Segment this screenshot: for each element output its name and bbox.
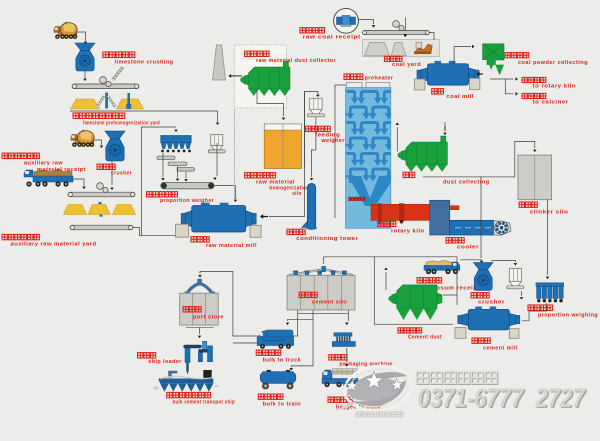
svg-text:rotary kiln: rotary kiln [391, 228, 425, 234]
svg-text:0371-6777 2727: 0371-6777 2727 [419, 384, 587, 414]
svg-text:proportion weighing: proportion weighing [538, 313, 598, 319]
svg-text:raw material mill: raw material mill [206, 243, 257, 249]
svg-text:homogenization: homogenization [269, 186, 309, 192]
svg-text:packaging machine: packaging machine [340, 361, 393, 367]
svg-text:bulk to truck: bulk to truck [263, 357, 302, 363]
svg-text:bulk to train: bulk to train [263, 401, 302, 407]
svg-text:cement silo: cement silo [312, 299, 347, 305]
svg-text:limestone prehomogenization ya: limestone prehomogenization yard [83, 121, 160, 127]
svg-text:crusher: crusher [478, 299, 505, 305]
svg-text:Cement dust: Cement dust [408, 335, 442, 341]
svg-text:gypsum receipt: gypsum receipt [428, 285, 480, 291]
svg-text:crusher: crusher [111, 171, 132, 177]
svg-text:coal yard: coal yard [392, 62, 421, 68]
svg-text:clinker silo: clinker silo [530, 209, 569, 215]
svg-text:to calciner: to calciner [533, 99, 569, 105]
svg-text:cement mill: cement mill [483, 345, 518, 351]
svg-text:limestone crushing: limestone crushing [115, 60, 174, 66]
svg-text:raw material dust collector: raw material dust collector [256, 58, 336, 64]
svg-text:to rotary kiln: to rotary kiln [533, 84, 577, 90]
svg-text:coal mill: coal mill [446, 94, 474, 100]
svg-text:feeding: feeding [315, 133, 340, 139]
svg-text:silo: silo [292, 191, 302, 197]
svg-text:port store: port store [193, 314, 224, 320]
svg-text:raw material: raw material [256, 179, 295, 185]
svg-text:ship loader: ship loader [148, 359, 182, 365]
svg-text:cooler: cooler [457, 244, 479, 250]
svg-text:bulk cement transpot ship: bulk cement transpot ship [173, 399, 236, 405]
svg-text:proportion weigher: proportion weigher [160, 198, 214, 204]
svg-text:auxiliary raw: auxiliary raw [24, 161, 64, 167]
svg-text:0371-6777 2727: 0371-6777 2727 [418, 383, 586, 413]
svg-text:preheater: preheater [365, 76, 394, 82]
svg-text:auxiliary raw material yard: auxiliary raw material yard [11, 241, 97, 247]
svg-text:raw coal receipt: raw coal receipt [303, 35, 361, 41]
svg-text:material receipt: material receipt [37, 167, 86, 173]
svg-text:dust collecting: dust collecting [443, 179, 490, 185]
svg-text:coal powder collecting: coal powder collecting [518, 60, 588, 66]
svg-text:weigher: weigher [320, 138, 345, 144]
svg-text:conditioning tower: conditioning tower [296, 236, 358, 242]
